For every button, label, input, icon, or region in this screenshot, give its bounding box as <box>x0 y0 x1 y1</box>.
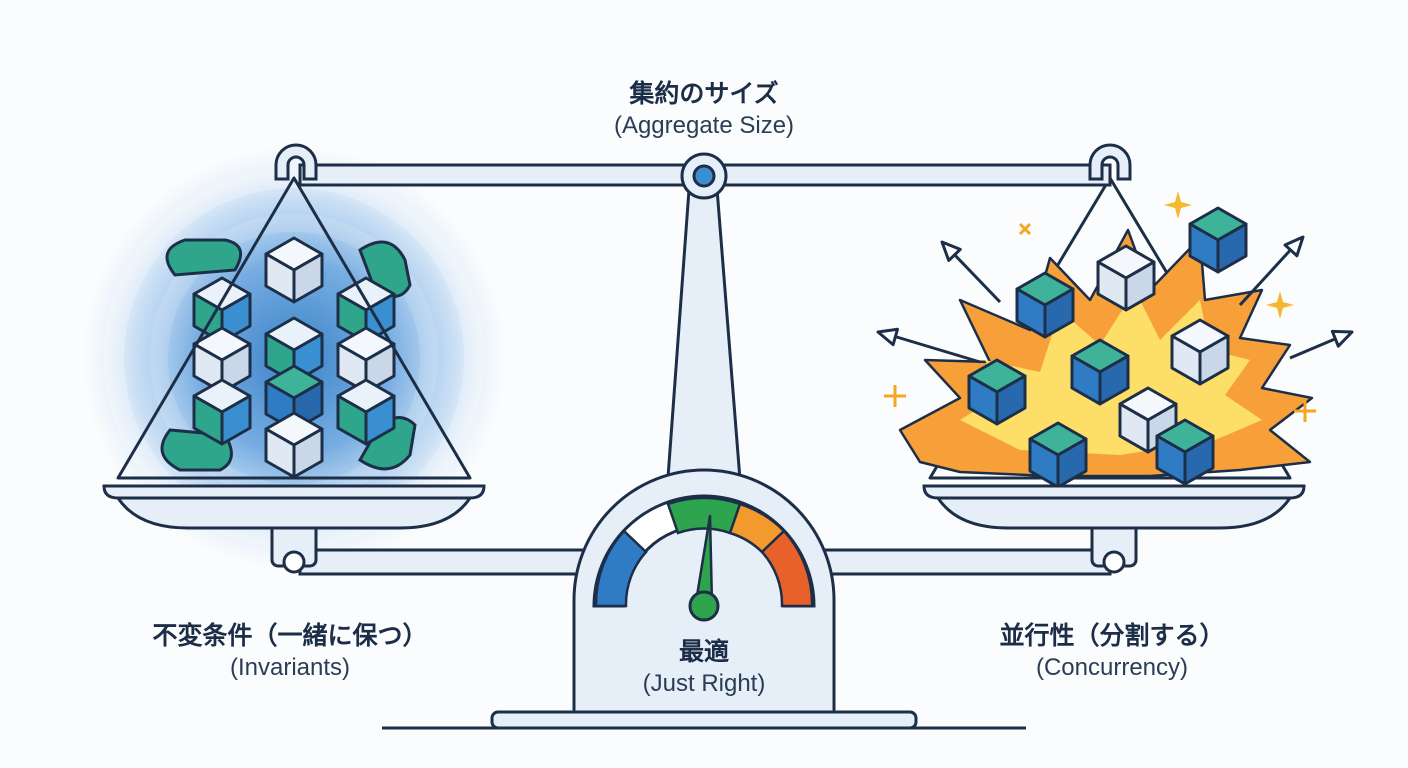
title-label: 集約のサイズ (Aggregate Size) <box>504 78 904 142</box>
just-right-jp: 最適 <box>678 637 729 666</box>
invariants-en: (Invariants) <box>229 654 351 681</box>
invariants-jp: 不変条件（一緒に保つ） <box>152 621 428 650</box>
link-loops <box>160 238 417 472</box>
invariants-cluster <box>80 144 508 572</box>
concurrency-en: (Concurrency) <box>1035 654 1189 681</box>
gauge-segment-green <box>666 496 742 535</box>
spark-ticks <box>884 222 1316 422</box>
scatter-arrows <box>889 243 1343 364</box>
central-pillar <box>664 174 744 507</box>
title-en: (Aggregate Size) <box>613 112 795 139</box>
concurrency-explosion <box>874 176 1357 489</box>
concurrency-jp: 並行性（分割する） <box>999 621 1225 650</box>
optimal-gauge <box>592 494 816 622</box>
gauge-segment-blue <box>594 529 648 608</box>
sparkle-icon <box>1164 191 1192 219</box>
left-pan <box>102 484 486 500</box>
invariants-label: 不変条件（一緒に保つ） (Invariants) <box>90 620 490 684</box>
just-right-label: 最適 (Just Right) <box>580 636 828 700</box>
title-jp: 集約のサイズ <box>629 79 779 108</box>
base-plate <box>490 710 918 730</box>
right-pan <box>922 484 1306 500</box>
just-right-en: (Just Right) <box>642 670 766 697</box>
sparkle-icon <box>1266 291 1294 319</box>
concurrency-label: 並行性（分割する） (Concurrency) <box>912 620 1312 684</box>
left-pan-strings <box>116 176 472 480</box>
gauge-segment-red <box>760 529 814 608</box>
